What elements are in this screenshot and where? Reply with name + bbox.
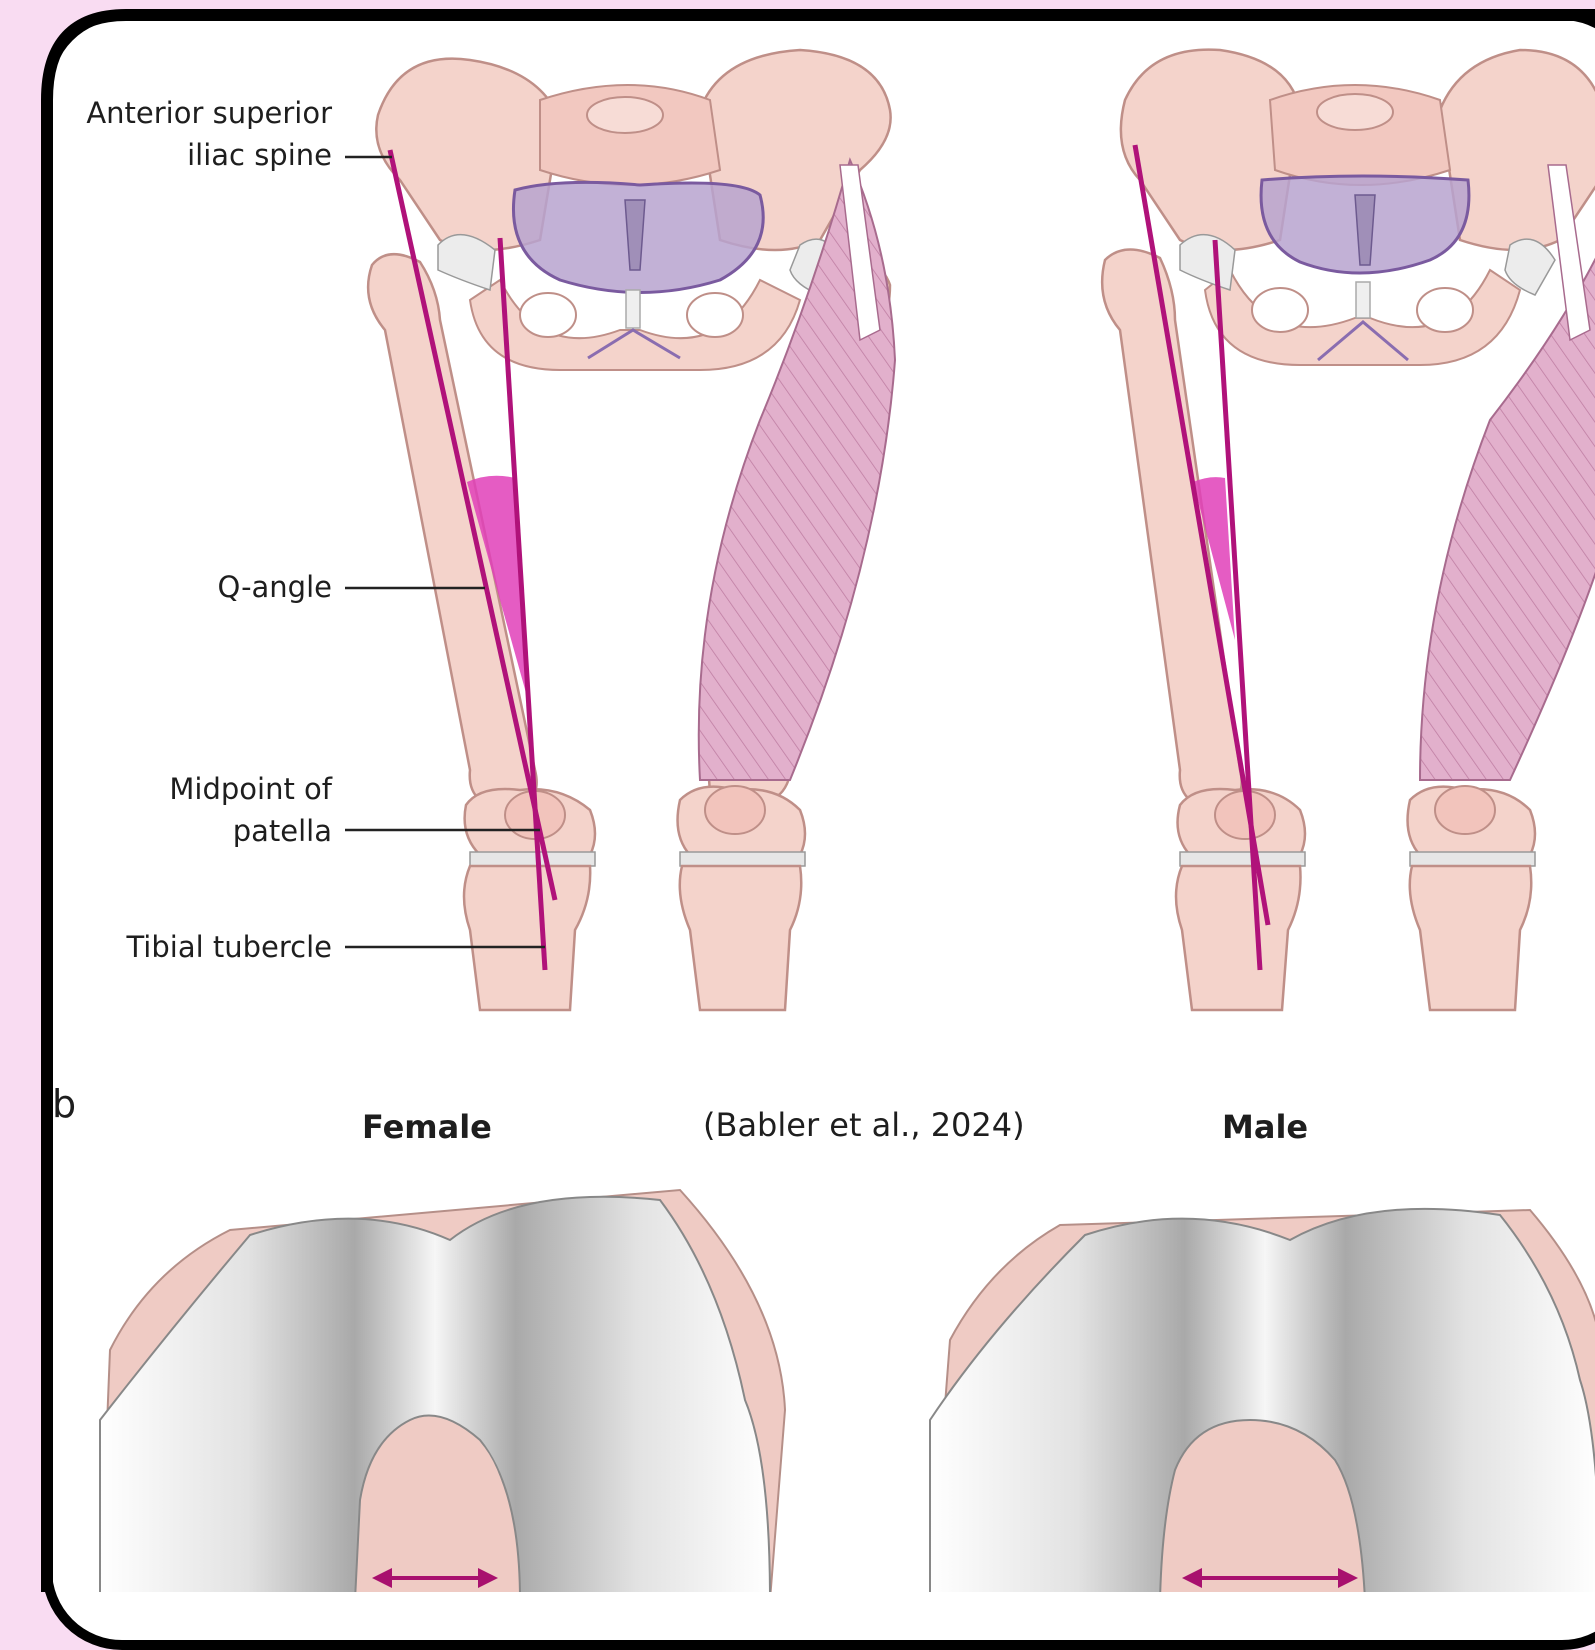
right-pelvis-figure xyxy=(1102,50,1595,1010)
male-obturator-left xyxy=(1252,288,1308,332)
obturator-right xyxy=(687,293,743,337)
left-pelvis-figure xyxy=(368,50,895,1010)
male-sacral-promontory xyxy=(1317,94,1393,130)
female-trochlea xyxy=(100,1190,785,1592)
left-knee-meniscus xyxy=(470,852,595,866)
hip-joint-left xyxy=(438,235,495,290)
right-knee-meniscus xyxy=(680,852,805,866)
left-tibia xyxy=(464,866,590,1010)
male-right-tibia xyxy=(1410,866,1531,1010)
male-trochlea xyxy=(930,1209,1595,1592)
patella-label-line2: patella xyxy=(40,810,332,852)
asis-label: Anterior superior iliac spine xyxy=(40,92,332,176)
patella-label-line1: Midpoint of xyxy=(40,768,332,810)
tibial-tubercle-label: Tibial tubercle xyxy=(40,926,332,968)
male-obturator-right xyxy=(1417,288,1473,332)
q-angle-label: Q-angle xyxy=(40,566,332,608)
male-pubic-symphysis xyxy=(1356,282,1370,318)
male-left-tibia xyxy=(1176,866,1301,1010)
male-hip-joint-left xyxy=(1180,235,1235,290)
sacral-promontory xyxy=(587,97,663,133)
male-right-patella xyxy=(1435,786,1495,834)
asis-label-line1: Anterior superior xyxy=(40,92,332,134)
patella-label: Midpoint of patella xyxy=(40,768,332,852)
right-tibia xyxy=(680,866,801,1010)
panel-b-letter: b xyxy=(52,1082,76,1126)
female-heading: Female xyxy=(362,1108,492,1146)
obturator-left xyxy=(520,293,576,337)
right-patella xyxy=(705,786,765,834)
citation: (Babler et al., 2024) xyxy=(703,1106,1025,1144)
pubic-symphysis xyxy=(626,290,640,328)
male-right-knee-meniscus xyxy=(1410,852,1535,866)
male-left-knee-meniscus xyxy=(1180,852,1305,866)
male-heading: Male xyxy=(1222,1108,1308,1146)
asis-label-line2: iliac spine xyxy=(40,134,332,176)
